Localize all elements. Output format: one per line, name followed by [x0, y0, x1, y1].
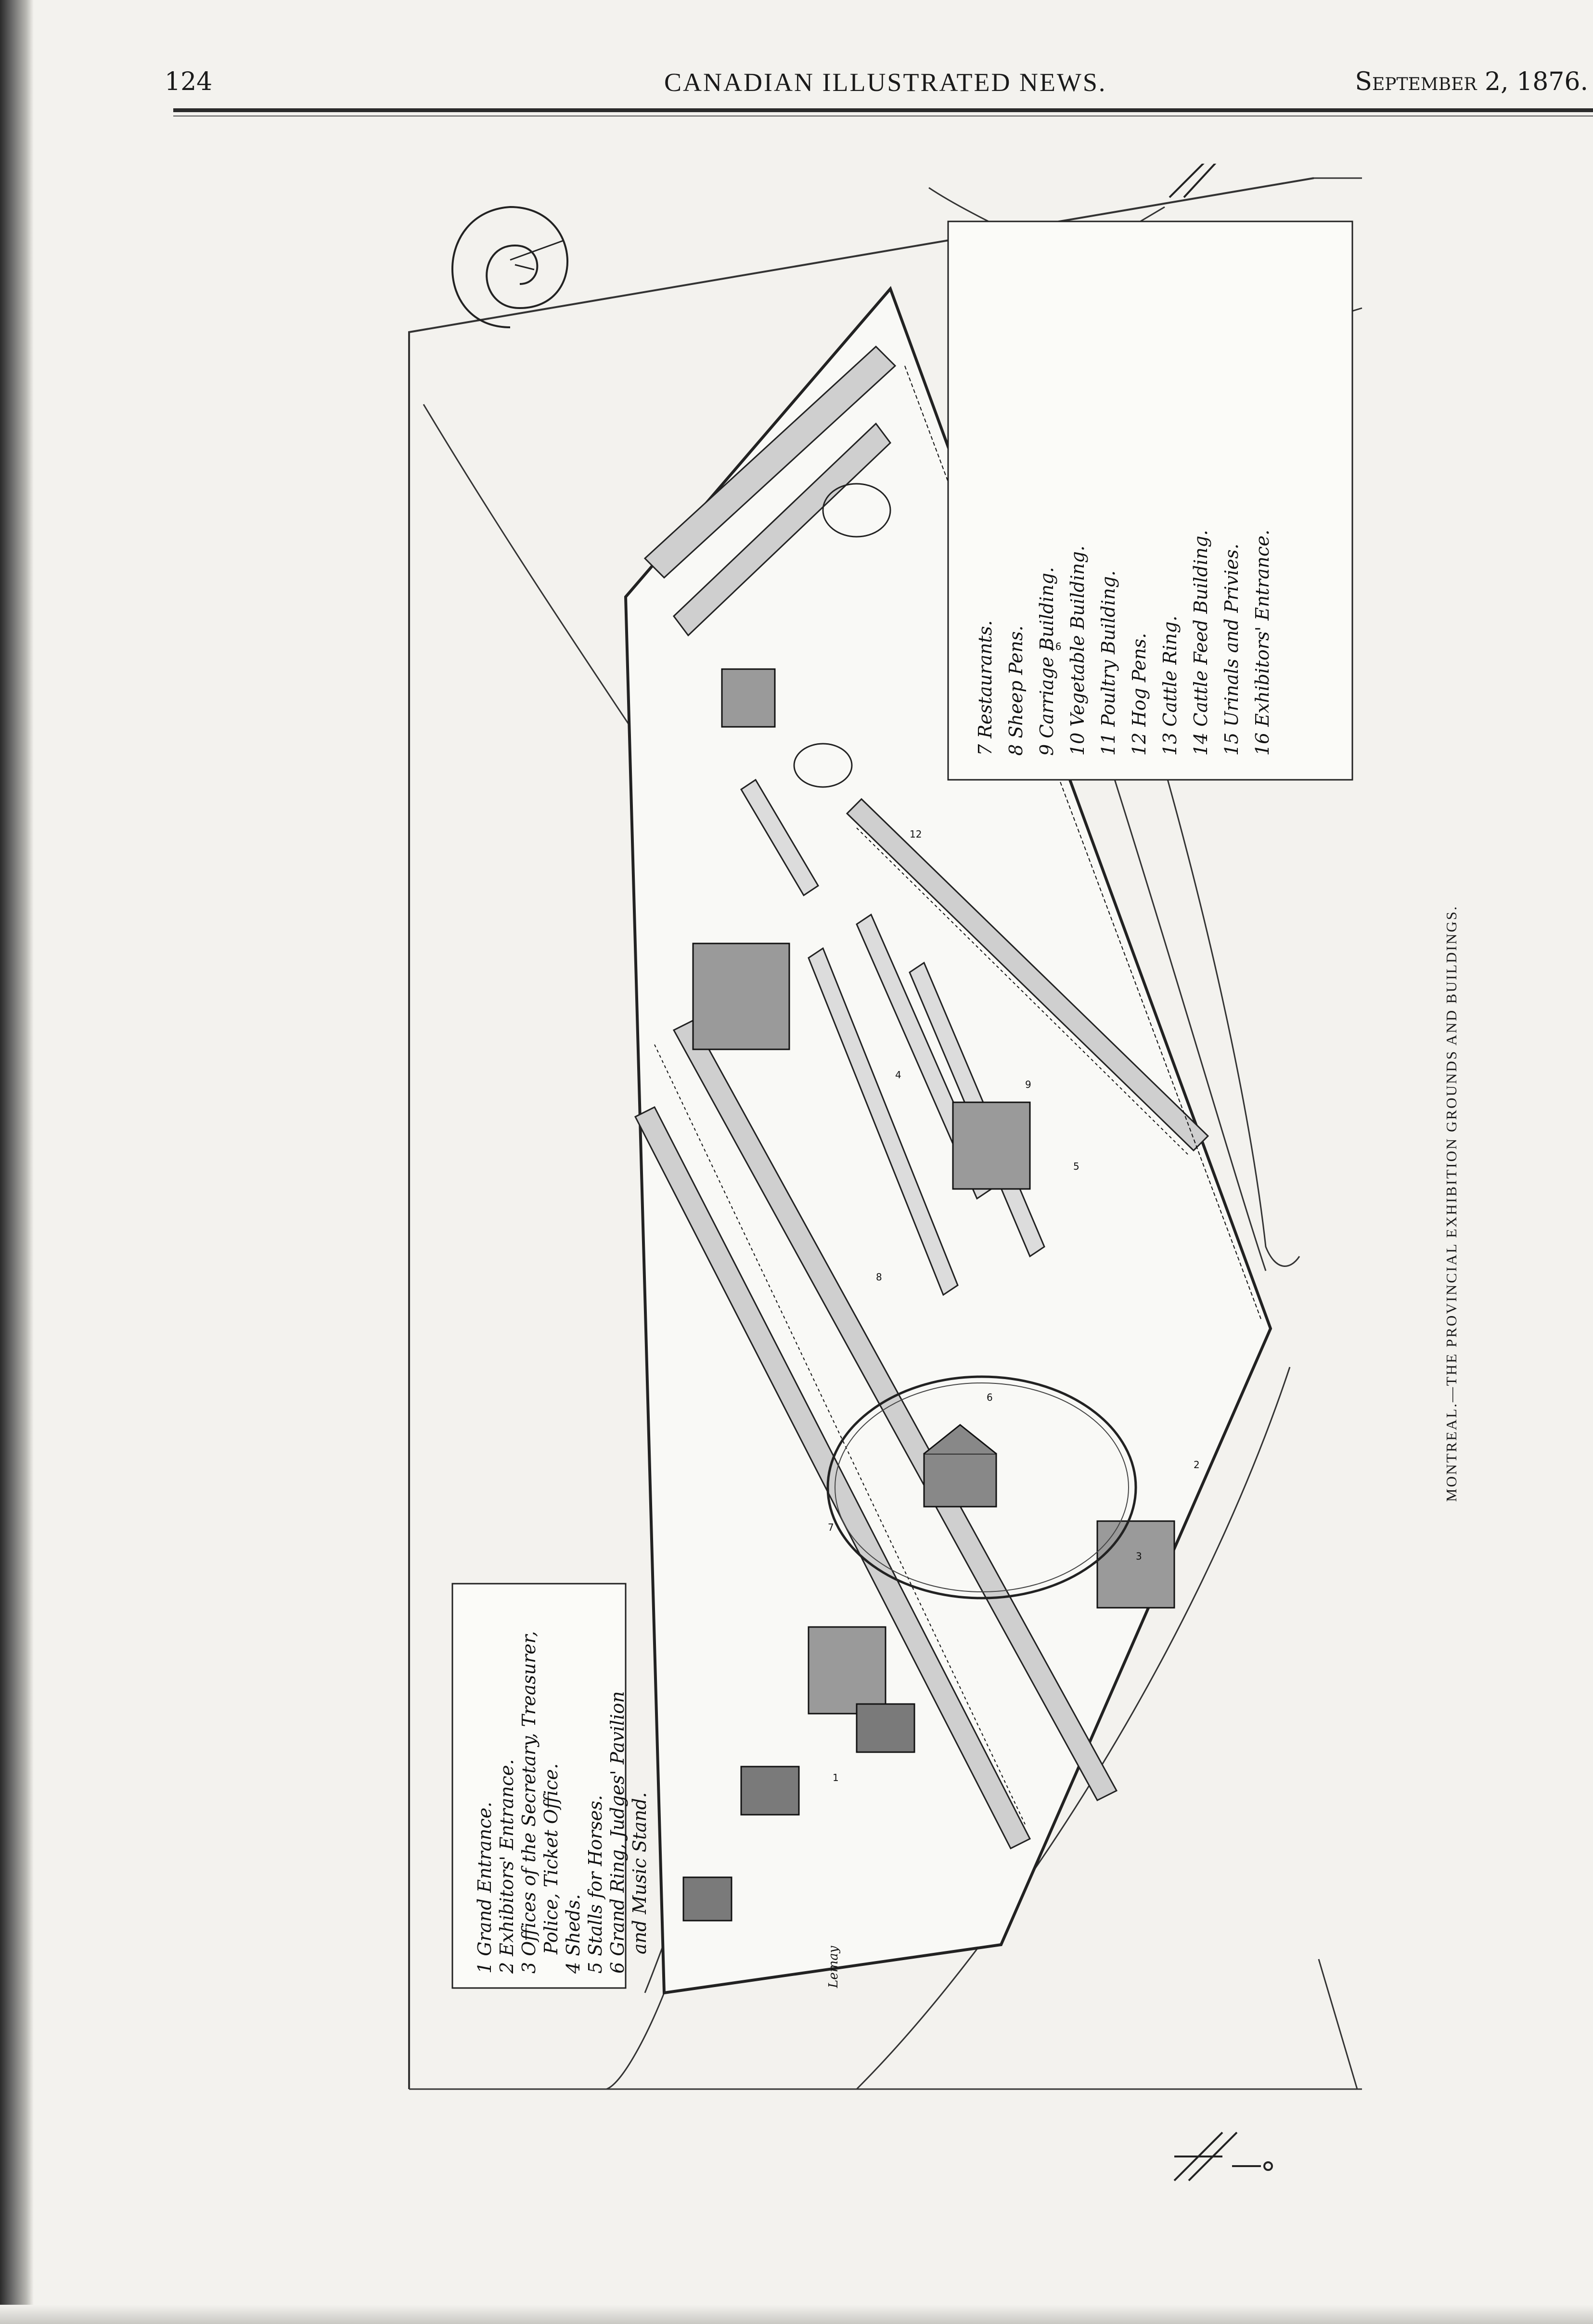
- legend-left-line: 3 Offices of the Secretary, Treasurer,: [518, 1631, 540, 1974]
- exhibition-grounds-map: 1 Grand Entrance. 2 Exhibitors' Entrance…: [408, 164, 1362, 2182]
- north-arrow-top-icon: [1169, 164, 1217, 198]
- cattle-ring: [822, 483, 891, 538]
- judges-pavilion: [923, 1424, 997, 1508]
- header-rule: [173, 108, 1593, 112]
- figure-caption: MONTREAL.—THE PROVINCIAL EXHIBITION GROU…: [1439, 828, 1468, 1502]
- map-number: 2: [1194, 1459, 1200, 1471]
- legend-right-box: 7 Restaurants. 8 Sheep Pens. 9 Carriage …: [947, 220, 1353, 781]
- map-number: 1: [833, 1772, 839, 1783]
- map-number: 3: [1136, 1550, 1142, 1562]
- map-number: 8: [876, 1271, 882, 1283]
- compass-scroll-icon: [451, 206, 569, 328]
- map-number: 4: [895, 1069, 901, 1081]
- page-number: 124: [165, 67, 213, 96]
- map-number: 6: [987, 1392, 993, 1403]
- legend-right-line: 16 Exhibitors' Entrance.: [1252, 529, 1273, 756]
- legend-left-line: Police, Ticket Office.: [540, 1763, 562, 1955]
- map-number: 16: [1049, 641, 1061, 652]
- legend-left-line: 6 Grand Ring, Judges' Pavilion: [607, 1691, 628, 1974]
- legend-right-line: 10 Vegetable Building.: [1067, 545, 1088, 756]
- caption-text: MONTREAL.—THE PROVINCIAL EXHIBITION GROU…: [1443, 905, 1460, 1502]
- page-binding-shadow: [0, 0, 34, 2324]
- page-header: 124 CANADIAN ILLUSTRATED NEWS. September…: [154, 63, 1588, 111]
- entrance-buildings: [682, 1703, 915, 1922]
- legend-right-line: 9 Carriage Building.: [1036, 567, 1057, 756]
- north-arrow-bottom-icon: [1173, 2131, 1273, 2182]
- map-number: 9: [1025, 1079, 1031, 1090]
- horse-stall-sheds: [634, 345, 1209, 1850]
- legend-right-line: 11 Poultry Building.: [1098, 570, 1119, 756]
- legend-left-line: 2 Exhibitors' Entrance.: [496, 1759, 517, 1975]
- legend-right-line: 13 Cattle Ring.: [1159, 616, 1181, 756]
- legend-right-line: 14 Cattle Feed Building.: [1190, 530, 1211, 756]
- map-number: 5: [1073, 1161, 1079, 1172]
- engraver-signature: Lemay: [826, 1946, 841, 1988]
- map-number: 7: [828, 1522, 834, 1533]
- central-buildings: [692, 668, 1175, 1715]
- svg-text:1 Grand Entrance. 2 Exhi: 1 Grand Entrance. 2 Exhibitors' Entrance…: [474, 1625, 650, 1974]
- legend-left-line: 1 Grand Entrance.: [474, 1802, 495, 1974]
- issue-date: September 2, 1876.: [1355, 67, 1588, 96]
- publication-title: CANADIAN ILLUSTRATED NEWS.: [664, 68, 1107, 97]
- legend-left-line: 4 Sheds.: [563, 1894, 584, 1974]
- map-number: 12: [910, 828, 922, 840]
- legend-right-line: 8 Sheep Pens.: [1005, 625, 1027, 756]
- legend-right-line: 15 Urinals and Privies.: [1221, 543, 1242, 756]
- legend-right-line: 7 Restaurants.: [975, 620, 996, 756]
- svg-text:7 Restaurants. 8 Sheep P: 7 Restaurants. 8 Sheep Pens. 9 Carriage …: [975, 524, 1273, 756]
- legend-left-line: and Music Stand.: [629, 1792, 650, 1954]
- page-bottom-edge: [0, 2305, 1593, 2324]
- legend-left-box: 1 Grand Entrance. 2 Exhibitors' Entrance…: [451, 1583, 650, 1989]
- legend-right-line: 12 Hog Pens.: [1129, 633, 1150, 756]
- grand-ring: [826, 1375, 1137, 1600]
- legend-left-line: 5 Stalls for Horses.: [585, 1795, 606, 1974]
